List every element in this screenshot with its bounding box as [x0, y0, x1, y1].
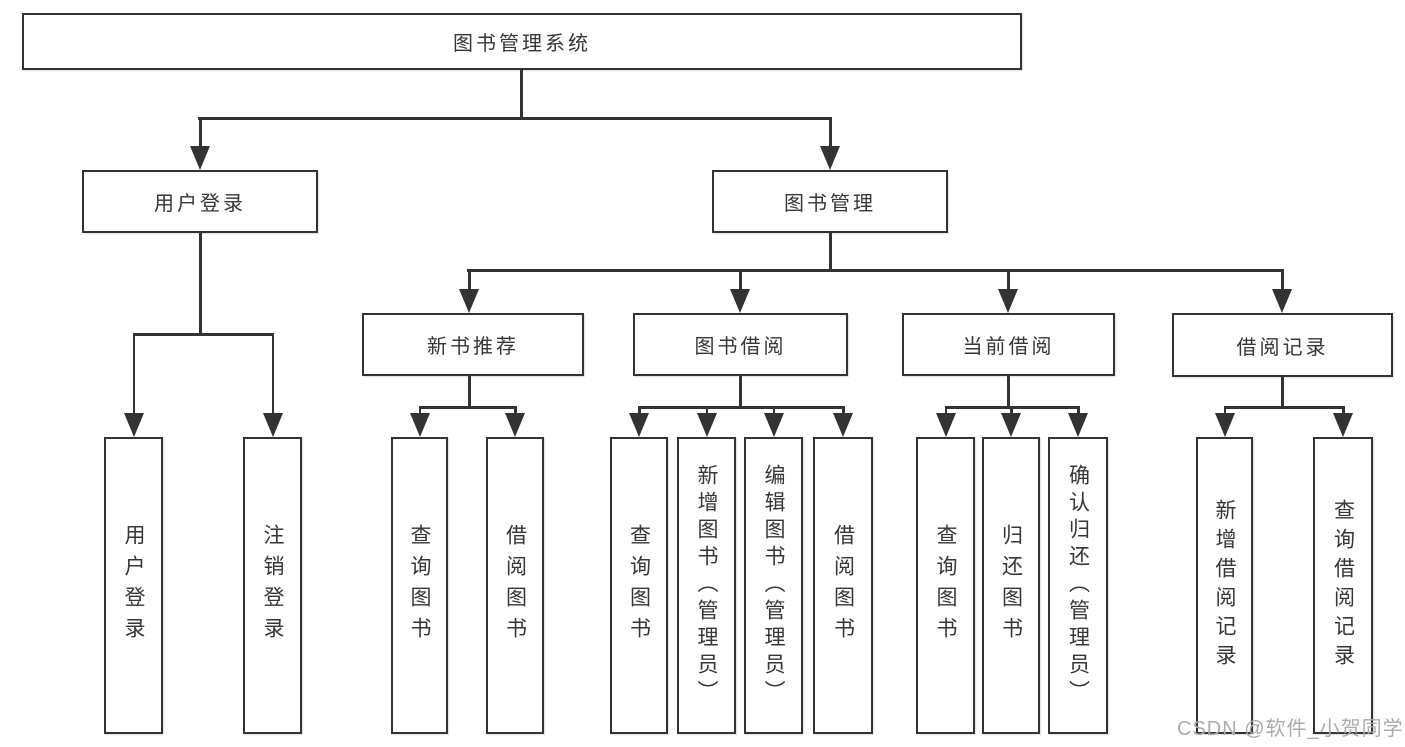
node-book-borrow: 图书借阅 — [633, 313, 848, 376]
leaf-records-add-record-label: 新增借阅记录 — [1213, 498, 1236, 673]
arrow-down-icon — [629, 413, 649, 437]
leaf-current-query-book: 查询图书 — [916, 437, 975, 734]
connector-v — [418, 406, 421, 418]
leaf-borrow-add-book-admin-label: 新增图书（管理员） — [695, 464, 718, 707]
connector-v — [199, 233, 202, 335]
connector-v — [944, 406, 947, 418]
arrow-down-icon — [1001, 413, 1021, 437]
leaf-borrow-borrow-book-label: 借阅图书 — [831, 523, 855, 648]
node-new-book-recommend: 新书推荐 — [362, 313, 584, 376]
arrow-down-icon — [730, 289, 750, 313]
leaf-recommend-query-book-label: 查询图书 — [408, 523, 431, 648]
node-borrow-records-label: 借阅记录 — [1236, 336, 1329, 359]
leaf-logout-label: 注销登录 — [261, 523, 284, 648]
connector-v — [739, 376, 742, 408]
arrow-down-icon — [998, 289, 1018, 313]
leaf-borrow-borrow-book: 借阅图书 — [813, 437, 873, 734]
arrow-down-icon — [820, 146, 840, 170]
leaf-recommend-borrow-book: 借阅图书 — [486, 437, 544, 734]
leaf-logout: 注销登录 — [243, 437, 302, 734]
node-user-login-label: 用户登录 — [154, 193, 246, 215]
arrow-down-icon — [696, 413, 717, 437]
leaf-records-query-record: 查询借阅记录 — [1313, 437, 1373, 734]
leaf-borrow-edit-book-admin-label: 编辑图书（管理员） — [762, 464, 785, 707]
connector-v — [772, 406, 775, 418]
connector-h — [638, 406, 843, 409]
connector-v — [739, 269, 742, 293]
connector-h — [1224, 406, 1343, 409]
arrow-down-icon — [505, 413, 525, 437]
connector-v — [1007, 269, 1010, 293]
connector-v — [271, 333, 274, 417]
leaf-current-return-book-label: 归还图书 — [999, 523, 1023, 648]
watermark: CSDN @软件_小贺同学 — [1177, 718, 1404, 740]
leaf-borrow-query-book-label: 查询图书 — [627, 523, 651, 648]
node-user-login: 用户登录 — [82, 170, 318, 233]
arrow-down-icon — [262, 413, 283, 437]
arrow-down-icon — [935, 413, 956, 437]
connector-v — [705, 406, 708, 418]
arrow-down-icon — [190, 146, 210, 170]
leaf-borrow-add-book-admin: 新增图书（管理员） — [677, 437, 736, 734]
connector-v — [514, 406, 517, 418]
connector-v — [829, 117, 832, 150]
arrow-down-icon — [459, 289, 479, 313]
leaf-borrow-edit-book-admin: 编辑图书（管理员） — [744, 437, 803, 734]
connector-h — [419, 406, 515, 409]
node-borrow-records: 借阅记录 — [1172, 313, 1393, 377]
connector-v — [468, 269, 471, 293]
arrow-down-icon — [763, 413, 784, 437]
node-new-book-recommend-label: 新书推荐 — [427, 336, 519, 358]
connector-v — [132, 333, 135, 417]
node-book-management: 图书管理 — [712, 170, 948, 233]
leaf-current-return-book: 归还图书 — [982, 437, 1040, 734]
connector-h — [467, 269, 1282, 272]
connector-v — [1010, 406, 1013, 418]
node-book-borrow-label: 图书借阅 — [694, 336, 787, 358]
connector-h — [133, 333, 273, 336]
arrow-down-icon — [123, 413, 144, 437]
connector-v — [1077, 406, 1080, 418]
connector-v — [1223, 406, 1226, 418]
arrow-down-icon — [1214, 413, 1235, 437]
connector-v — [520, 70, 523, 118]
leaf-current-query-book-label: 查询图书 — [934, 523, 957, 648]
arrow-down-icon — [833, 413, 853, 437]
arrow-down-icon — [409, 413, 430, 437]
connector-v — [1342, 406, 1345, 418]
leaf-user-login-label: 用户登录 — [122, 523, 145, 648]
leaf-current-confirm-return-admin-label: 确认归还（管理员） — [1066, 464, 1090, 707]
connector-v — [842, 406, 845, 418]
leaf-current-confirm-return-admin: 确认归还（管理员） — [1048, 437, 1108, 734]
node-current-borrow: 当前借阅 — [902, 313, 1115, 376]
connector-v — [1281, 269, 1284, 293]
connector-v — [468, 376, 471, 408]
node-root: 图书管理系统 — [22, 13, 1022, 70]
leaf-recommend-query-book: 查询图书 — [391, 437, 448, 734]
arrow-down-icon — [1068, 413, 1088, 437]
leaf-recommend-borrow-book-label: 借阅图书 — [503, 523, 527, 648]
connector-v — [1007, 376, 1010, 408]
node-book-management-label: 图书管理 — [784, 193, 876, 215]
leaf-user-login: 用户登录 — [104, 437, 163, 734]
node-current-borrow-label: 当前借阅 — [962, 336, 1055, 358]
connector-h — [198, 117, 831, 120]
arrow-down-icon — [1333, 413, 1353, 437]
connector-v — [1281, 377, 1284, 408]
leaf-records-add-record: 新增借阅记录 — [1196, 437, 1253, 734]
node-root-label: 图书管理系统 — [453, 33, 591, 55]
leaf-borrow-query-book: 查询图书 — [610, 437, 668, 734]
connector-v — [829, 233, 832, 271]
arrow-down-icon — [1272, 289, 1292, 313]
connector-v — [638, 406, 641, 418]
leaf-records-query-record-label: 查询借阅记录 — [1331, 498, 1355, 673]
connector-v — [199, 117, 202, 150]
